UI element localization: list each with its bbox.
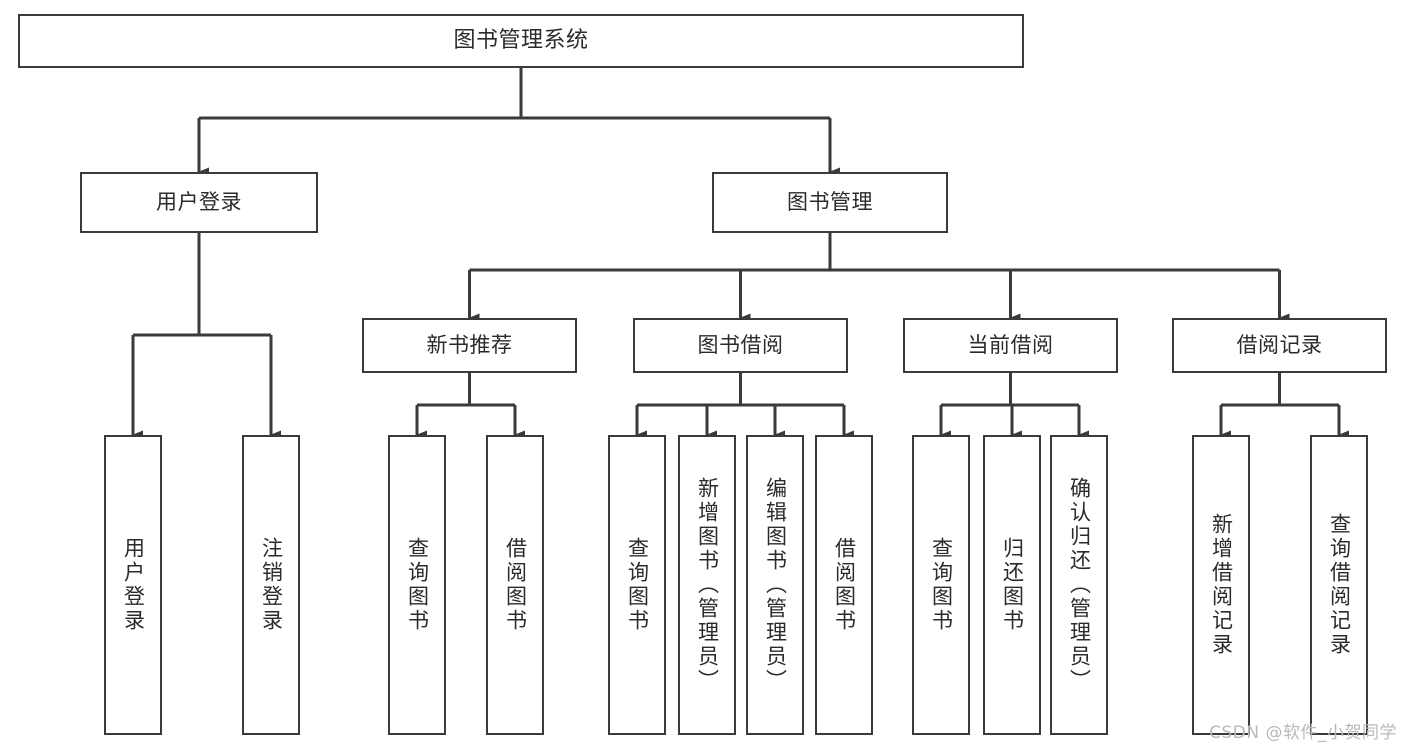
node-cu-confirm[interactable]: 确认归还（管理员）: [1050, 435, 1108, 735]
node-re-query[interactable]: 查询借阅记录: [1310, 435, 1368, 735]
node-cu-query[interactable]: 查询图书: [912, 435, 970, 735]
node-records[interactable]: 借阅记录: [1172, 318, 1387, 373]
node-borrow[interactable]: 图书借阅: [633, 318, 848, 373]
node-label-records: 借阅记录: [1236, 333, 1323, 358]
node-label-cu-return: 归还图书: [1000, 537, 1025, 633]
node-re-add[interactable]: 新增借阅记录: [1192, 435, 1250, 735]
node-label-bo-edit: 编辑图书（管理员）: [763, 477, 788, 693]
node-bo-query[interactable]: 查询图书: [608, 435, 666, 735]
node-bo-edit[interactable]: 编辑图书（管理员）: [746, 435, 804, 735]
node-newbook[interactable]: 新书推荐: [362, 318, 577, 373]
node-label-l-logout: 注销登录: [259, 537, 284, 633]
node-label-re-query: 查询借阅记录: [1327, 513, 1352, 657]
node-cu-return[interactable]: 归还图书: [983, 435, 1041, 735]
node-login[interactable]: 用户登录: [80, 172, 318, 233]
node-bookmgmt[interactable]: 图书管理: [712, 172, 948, 233]
node-label-cu-query: 查询图书: [929, 537, 954, 633]
node-nb-query[interactable]: 查询图书: [388, 435, 446, 735]
node-label-login: 用户登录: [156, 190, 242, 215]
node-label-cu-confirm: 确认归还（管理员）: [1067, 477, 1092, 693]
node-current[interactable]: 当前借阅: [903, 318, 1118, 373]
node-label-bo-add: 新增图书（管理员）: [695, 477, 720, 693]
node-label-current: 当前借阅: [967, 333, 1054, 358]
node-label-bo-borrow: 借阅图书: [832, 537, 857, 633]
node-label-bookmgmt: 图书管理: [787, 190, 873, 215]
node-label-bo-query: 查询图书: [625, 537, 650, 633]
node-label-nb-query: 查询图书: [405, 537, 430, 633]
node-label-l-login: 用户登录: [121, 537, 146, 633]
node-label-root: 图书管理系统: [453, 28, 589, 54]
node-bo-borrow[interactable]: 借阅图书: [815, 435, 873, 735]
node-nb-borrow[interactable]: 借阅图书: [486, 435, 544, 735]
node-l-login[interactable]: 用户登录: [104, 435, 162, 735]
node-l-logout[interactable]: 注销登录: [242, 435, 300, 735]
node-root[interactable]: 图书管理系统: [18, 14, 1024, 68]
watermark-text: CSDN @软件_小贺同学: [1209, 723, 1397, 743]
node-label-re-add: 新增借阅记录: [1209, 513, 1234, 657]
node-label-borrow: 图书借阅: [697, 333, 784, 358]
node-bo-add[interactable]: 新增图书（管理员）: [678, 435, 736, 735]
node-label-newbook: 新书推荐: [426, 333, 513, 358]
node-label-nb-borrow: 借阅图书: [503, 537, 528, 633]
